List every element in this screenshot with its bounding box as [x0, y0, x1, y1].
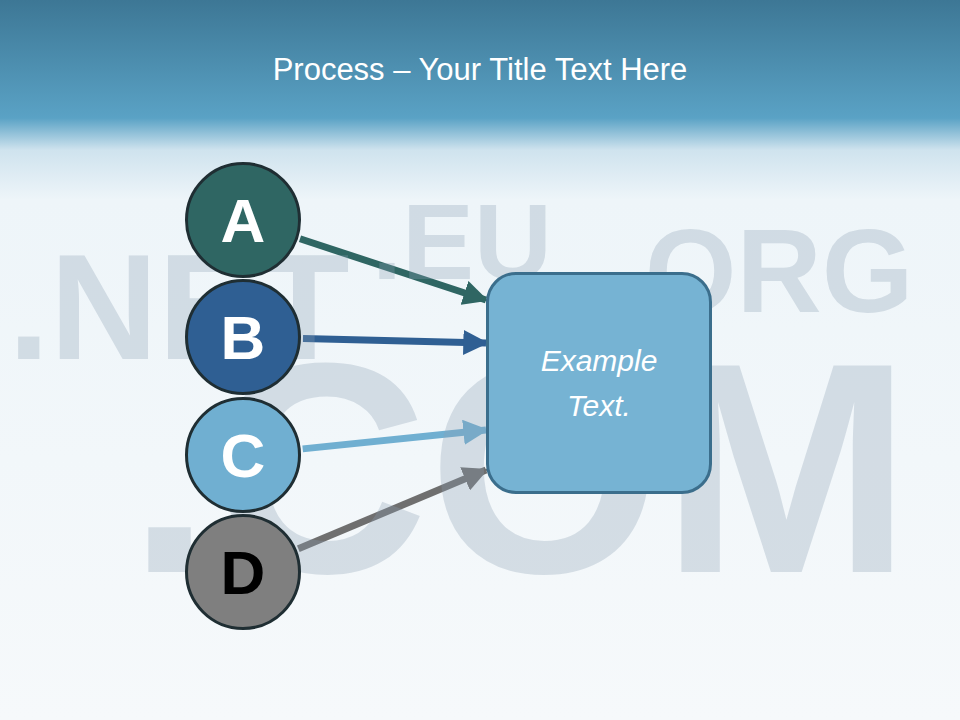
step-circle: D: [185, 514, 301, 630]
step-letter: B: [221, 302, 266, 373]
slide-title: Process – Your Title Text Here: [0, 52, 960, 88]
step-circle: C: [185, 397, 301, 513]
step-letter: D: [221, 537, 266, 608]
step-circle: B: [185, 279, 301, 395]
process-box: Example Text.: [486, 272, 712, 494]
box-text: Example Text.: [519, 338, 679, 428]
step-letter: A: [221, 185, 266, 256]
step-letter: C: [221, 420, 266, 491]
step-circle: A: [185, 162, 301, 278]
